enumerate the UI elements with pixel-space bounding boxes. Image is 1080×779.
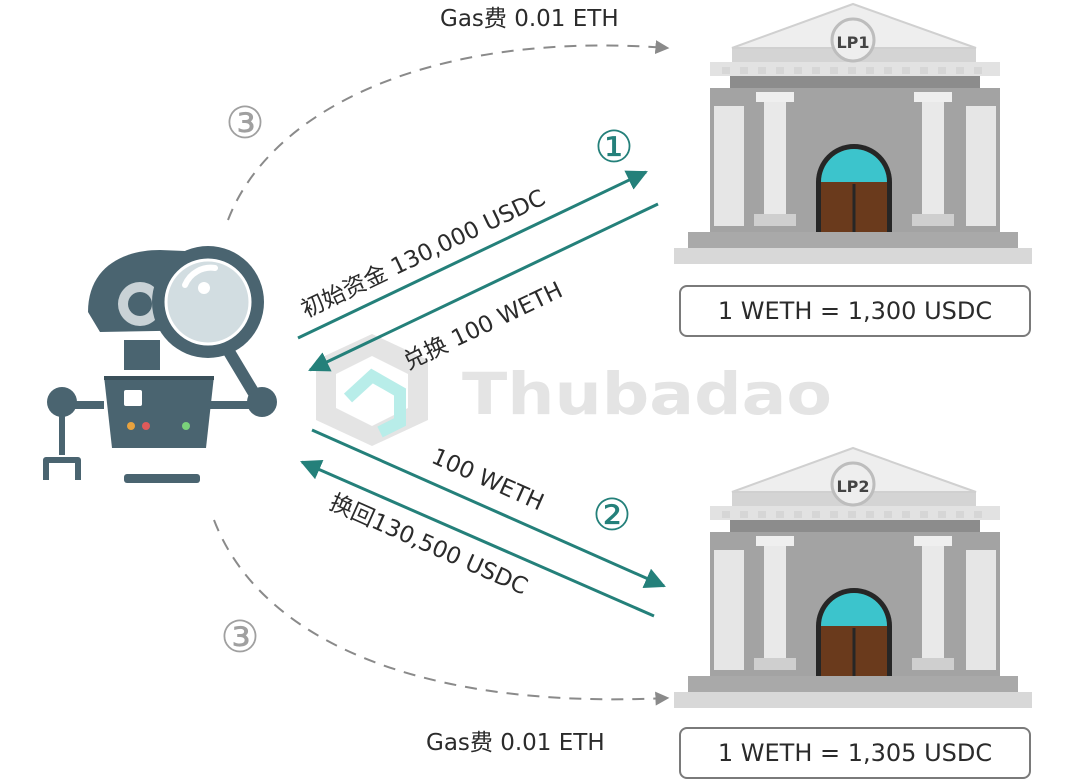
flow-weth-out-label: 100 WETH <box>428 444 548 516</box>
step-2-marker: ② <box>592 490 631 541</box>
watermark: Thubadao <box>316 334 832 446</box>
step-3-marker-top: ③ <box>225 98 264 149</box>
arrow-capital-to-lp1 <box>297 170 648 340</box>
lp2-price: 1 WETH = 1,305 USDC <box>717 739 993 767</box>
watermark-text: Thubadao <box>462 360 832 428</box>
gas-arc-top <box>227 40 670 221</box>
arrow-weth-to-lp2 <box>311 428 666 588</box>
lp1-building: LP1 <box>672 2 1034 266</box>
lp1-price: 1 WETH = 1,300 USDC <box>717 297 993 325</box>
flow-usdc-back-label: 换回130,500 USDC <box>326 490 532 601</box>
step-1-marker: ① <box>594 122 633 173</box>
gas-arc-bottom <box>213 519 670 706</box>
step-3-marker-bottom: ③ <box>220 612 259 663</box>
arrow-usdc-from-lp2 <box>300 459 655 618</box>
gas-fee-label-top: Gas费 0.01 ETH <box>440 6 619 32</box>
lp1-label: LP1 <box>836 33 869 52</box>
gas-fee-label-bottom: Gas费 0.01 ETH <box>426 730 605 756</box>
lp2-building: LP2 <box>672 446 1034 710</box>
lp1-price-box: 1 WETH = 1,300 USDC <box>679 285 1031 337</box>
arrow-weth-from-lp1 <box>308 202 659 372</box>
lp2-price-box: 1 WETH = 1,305 USDC <box>679 727 1031 779</box>
arbitrage-robot-icon <box>43 246 277 483</box>
lp2-label: LP2 <box>836 477 869 496</box>
